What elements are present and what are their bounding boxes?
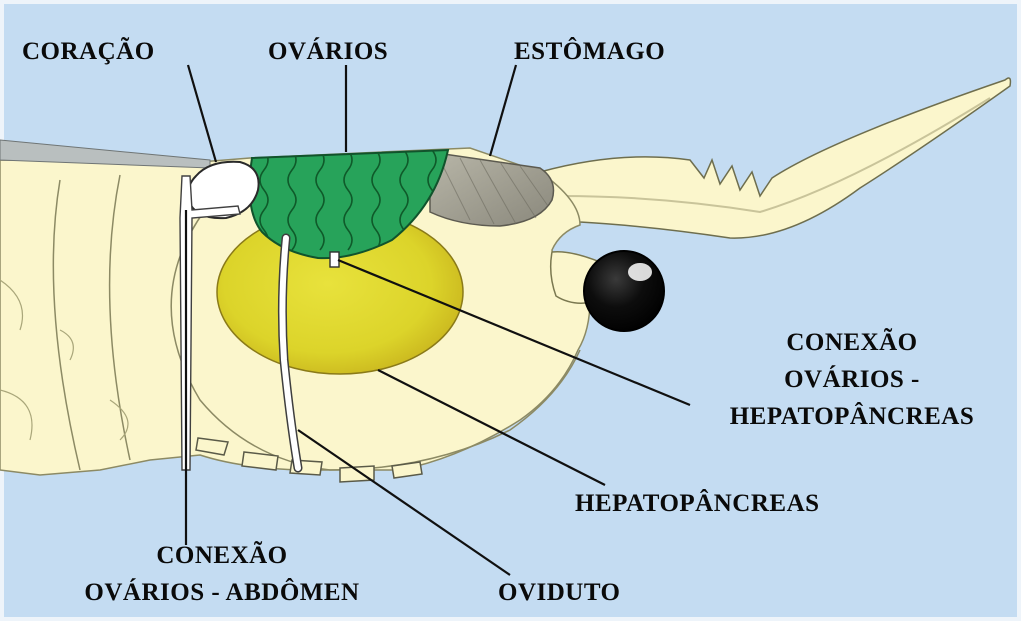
label-conexao-hepato-line1: CONEXÃO	[786, 328, 917, 356]
label-conexao-abdomen-line2: OVÁRIOS - ABDÔMEN	[84, 577, 359, 606]
eye	[584, 251, 664, 331]
label-oviduto: OVIDUTO	[498, 579, 621, 606]
label-ovarios: OVÁRIOS	[268, 37, 388, 65]
eye-highlight	[628, 263, 652, 281]
label-hepatopancreas: HEPATOPÂNCREAS	[575, 489, 820, 517]
ovaries-hepatopancreas-connection	[330, 252, 339, 267]
label-conexao-hepato-line2: OVÁRIOS -	[784, 365, 920, 393]
label-conexao-abdomen-line1: CONEXÃO	[156, 541, 287, 569]
label-coracao: CORAÇÃO	[22, 37, 155, 65]
label-conexao-hepato-line3: HEPATOPÂNCREAS	[730, 402, 975, 430]
label-estomago: ESTÔMAGO	[514, 36, 665, 65]
